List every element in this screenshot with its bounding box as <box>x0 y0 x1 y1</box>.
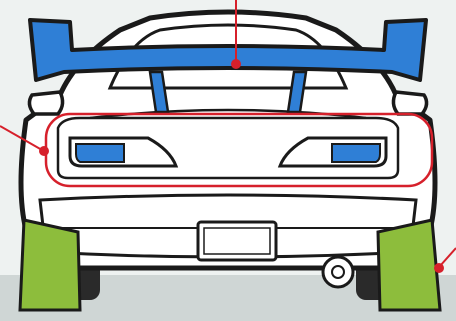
wing-callout <box>231 59 241 69</box>
right-mudflap <box>378 220 440 310</box>
left-mudflap <box>20 220 80 310</box>
taillight-callout <box>39 146 49 156</box>
left-mirror <box>29 92 62 114</box>
mudflap-callout-line <box>440 248 456 266</box>
mudflap-callout <box>434 263 444 273</box>
right-taillight-lens <box>332 144 380 162</box>
left-taillight-lens <box>76 144 124 162</box>
exhaust-tip <box>332 266 344 278</box>
right-mirror <box>393 92 426 114</box>
